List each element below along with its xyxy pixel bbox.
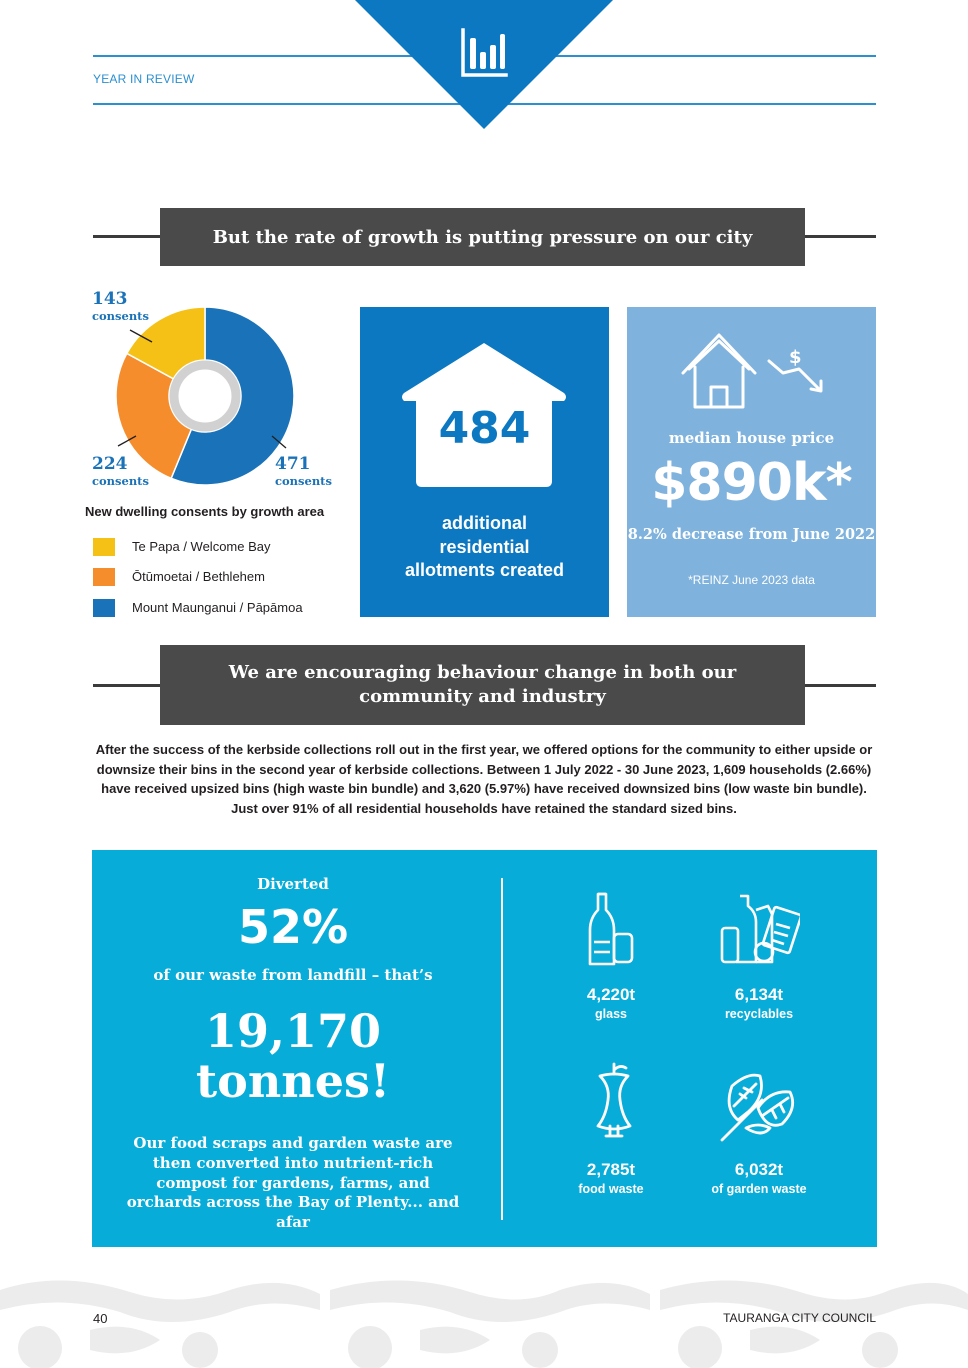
section-banner-behaviour: We are encouraging behaviour change in b…: [160, 645, 805, 725]
recyclables-icon: [720, 894, 800, 964]
section-label: YEAR IN REVIEW: [93, 72, 195, 86]
house-icon: [402, 343, 566, 487]
house-price-card: $ median house price $890k* 8.2% decreas…: [627, 307, 876, 617]
price-footnote: *REINZ June 2023 data: [688, 573, 815, 587]
tonnes-total: 19,170 tonnes!: [92, 1006, 494, 1106]
section-title: But the rate of growth is putting pressu…: [212, 226, 753, 248]
diverted-percentage: 52%: [237, 900, 349, 954]
bar-chart-icon: [461, 28, 508, 77]
allotments-text-line1: additional: [442, 513, 527, 533]
banner-rule-right: [802, 235, 876, 238]
label-otumoetai-unit: consents: [92, 474, 149, 488]
diverted-label: Diverted: [257, 875, 329, 893]
glass-amount: 4,220t: [586, 985, 636, 1004]
label-te-papa-value: 143: [92, 289, 128, 309]
legend-swatch-mount: [93, 599, 115, 617]
price-change: 8.2% decrease from June 2022: [627, 526, 876, 543]
legend-label-mount: Mount Maunganui / Pāpāmoa: [132, 600, 303, 615]
garden-waste-label: of garden waste: [711, 1182, 807, 1196]
leader-line-mount: [271, 435, 287, 449]
allotments-text-line3: allotments created: [404, 560, 565, 580]
behaviour-paragraph: After the success of the kerbside collec…: [95, 742, 873, 816]
chart-caption: New dwelling consents by growth area: [85, 504, 325, 519]
label-otumoetai-value: 224: [92, 454, 128, 474]
tonnes-number: 19,170: [204, 1004, 382, 1058]
legend-swatch-otumoetai: [93, 568, 115, 586]
banner2-rule-right: [802, 684, 876, 687]
compost-text: Our food scraps and garden waste are the…: [126, 1134, 460, 1232]
allotments-card: 484 additional residential allotments cr…: [360, 307, 609, 617]
leader-line-otumoetai: [117, 435, 137, 447]
glass-label: glass: [595, 1007, 627, 1021]
page-number: 40: [93, 1311, 108, 1326]
donut-slice-te-papa: [125, 306, 206, 380]
legend-label-otumoetai: Ōtūmoetai / Bethlehem: [132, 569, 265, 584]
tonnes-word: tonnes!: [195, 1054, 391, 1108]
donut-inner-ring: [169, 360, 241, 432]
legend-label-te-papa: Te Papa / Welcome Bay: [132, 539, 271, 554]
donut-slice-otumoetai: [115, 352, 193, 480]
allotments-text: additional residential allotments create…: [360, 512, 609, 583]
legend-swatch-te-papa: [93, 538, 115, 556]
section-banner-growth: But the rate of growth is putting pressu…: [160, 208, 805, 266]
footer-pattern: [0, 1280, 968, 1368]
apple-core-icon: [596, 1062, 632, 1138]
recyclables-label: recyclables: [724, 1007, 794, 1021]
median-price-label: median house price: [668, 429, 835, 447]
svg-text:$: $: [789, 347, 802, 368]
section2-title-line1: We are encouraging behaviour change in b…: [228, 662, 737, 683]
panel-divider: [501, 878, 503, 1220]
label-mount-unit: consents: [275, 474, 332, 488]
donut-slice-mount: [170, 306, 295, 486]
from-landfill-text: of our waste from landfill – that’s: [153, 966, 433, 984]
house-price-down-icon: $: [681, 333, 823, 409]
label-te-papa-unit: consents: [92, 309, 149, 323]
organisation-name: TAURANGA CITY COUNCIL: [723, 1311, 876, 1325]
banner-rule-left: [93, 235, 163, 238]
food-waste-label: food waste: [578, 1182, 644, 1196]
consents-donut-chart: [115, 306, 295, 486]
banner2-rule-left: [93, 684, 163, 687]
waste-diversion-panel: Diverted 52% of our waste from landfill …: [92, 850, 877, 1247]
leaves-icon: [720, 1073, 795, 1142]
garden-waste-amount: 6,032t: [734, 1160, 784, 1179]
glass-bottle-icon: [588, 892, 634, 966]
recyclables-amount: 6,134t: [734, 985, 784, 1004]
food-waste-amount: 2,785t: [586, 1160, 636, 1179]
median-price-value: $890k*: [651, 453, 853, 513]
allotments-number: 484: [438, 403, 531, 454]
section2-title-line2: community and industry: [359, 686, 606, 707]
label-mount-value: 471: [275, 454, 311, 474]
allotments-text-line2: residential: [439, 536, 530, 557]
leader-line-te-papa: [129, 329, 153, 343]
